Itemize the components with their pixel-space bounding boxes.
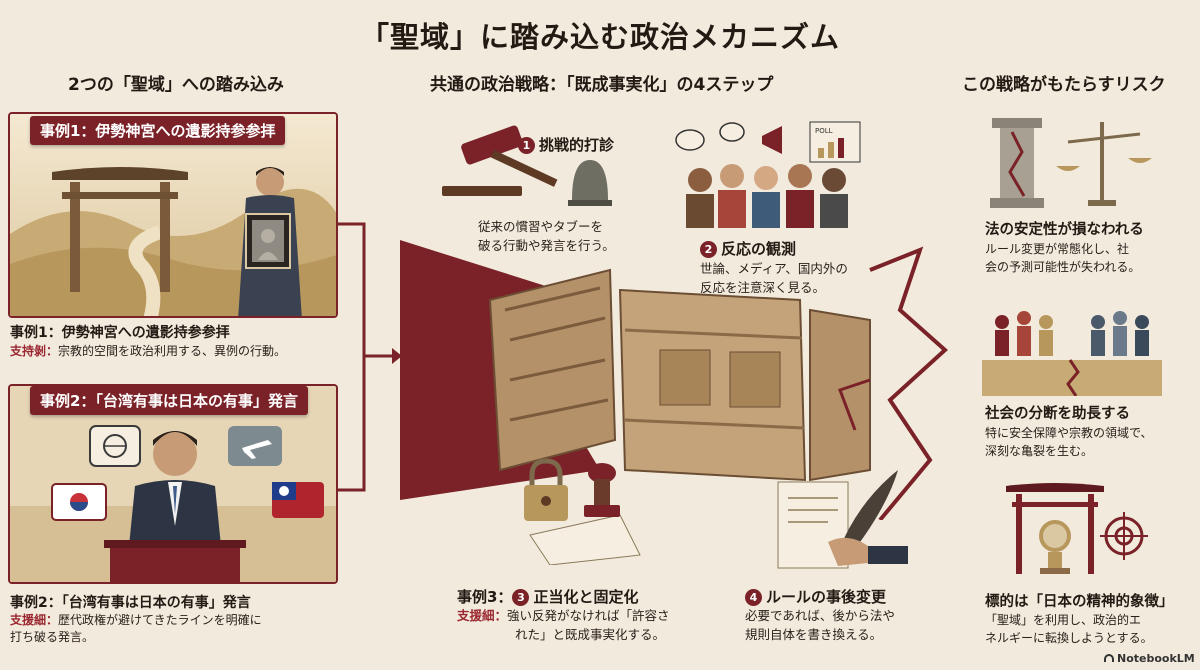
risk1-desc-1: ルール変更が常態化し、社 [985, 242, 1130, 256]
step1-number: 1 [518, 137, 535, 154]
airplane-bubble-icon [228, 426, 282, 466]
step1-desc-1: 従来の慣習やタブーを [478, 219, 604, 234]
risk3-title: 標的は「日本の精神的象徴」 [985, 594, 1174, 610]
step4-number: 4 [745, 589, 762, 606]
korea-flag-icon [51, 483, 107, 521]
people-group-left-icon [995, 311, 1053, 356]
gavel-icon [442, 125, 558, 196]
broken-pillar-scales-illustration [990, 118, 1152, 208]
ise-shrine-illustration [10, 114, 336, 316]
step2-title-text: 反応の観測 [721, 240, 797, 258]
footer-brand: NotebookLM [1104, 652, 1195, 665]
case2-note: 支援細：歴代政権が避けてきたラインを明確に 打ち破る発言。 [10, 612, 262, 647]
case2-title: 事例2：「台湾有事は日本の有事」発言 [10, 595, 251, 611]
stamp-icon [584, 463, 620, 517]
padlock-icon [524, 458, 568, 521]
gavel-illustration [442, 125, 612, 206]
step3-description: 支援細：強い反発がなければ「許容さ れた」と既成事実化する。 [457, 607, 670, 645]
taiwan-statement-illustration [10, 386, 336, 582]
page-title: 「聖域」に踏み込む政治メカニズム [359, 20, 840, 54]
case1-note: 支持剝：宗教的空間を政治利用する、異例の行動。 [10, 343, 286, 360]
risk1-description: ルール変更が常態化し、社 会の予測可能性が失われる。 [985, 240, 1140, 276]
risk2-desc-1: 特に安全保障や宗教の領域で、 [985, 426, 1153, 440]
divided-society-illustration [982, 311, 1162, 396]
globe-bubble-icon [89, 425, 141, 467]
case1-note-text: 宗教的空間を政治利用する、異例の行動。 [58, 344, 287, 358]
step3-prefix: 事例3： [457, 588, 513, 606]
step2-desc-2: 反応を注意深く見る。 [700, 279, 826, 295]
poll-chart-icon: POLL [809, 121, 861, 163]
speech-bubble-icon [675, 122, 745, 151]
megaphone-icon [762, 126, 782, 154]
case2-note-text-1: 歴代政権が避けてきたラインを明確に [58, 613, 262, 627]
step4-desc-1: 必要であれば、後から法や [745, 608, 895, 623]
step4-desc-2: 規則自体を書き換える。 [745, 626, 883, 642]
document-icon [529, 514, 641, 565]
case2-note-text-2: 打ち破る発言。 [10, 630, 95, 645]
podium-icon [110, 546, 240, 582]
case1-illustration-panel [8, 112, 338, 318]
step3-desc-1: 強い反発がなければ「許容さ [507, 608, 670, 623]
torii-gate-icon [1006, 483, 1104, 574]
hand-icon [828, 537, 908, 566]
broken-wall-illustration [400, 240, 948, 520]
risk1-desc-2: 会の予測可能性が失われる。 [985, 260, 1141, 274]
step2-description: 世論、メディア、国内外の 反応を注意深く見る。 [700, 260, 848, 298]
risk1-title: 法の安定性が損なわれる [985, 222, 1144, 238]
case1-title: 事例1：伊勢神宮への遺影持参参拝 [10, 325, 230, 341]
man-with-portrait-icon [238, 167, 302, 316]
step2-number: 2 [700, 241, 717, 258]
left-column-heading: 2つの「聖域」への踏み込み [68, 75, 284, 95]
case2-illustration-panel [8, 384, 338, 584]
right-column-heading: この戦略がもたらすリスク [962, 75, 1166, 95]
poll-label: POLL [815, 127, 833, 135]
crosshair-target-icon [1100, 512, 1148, 560]
footer-brand-text: NotebookLM [1117, 652, 1195, 665]
quill-scroll-illustration [777, 470, 908, 569]
broken-pillar-icon [990, 118, 1044, 208]
step1-title-text: 挑戦的打診 [539, 136, 615, 154]
cases-connector-bracket [338, 222, 402, 492]
case2-note-label: 支援細： [10, 613, 59, 627]
torii-gate-icon [52, 167, 188, 292]
center-column-heading: 共通の政治戦略：「既成事実化」の4ステップ [430, 75, 774, 95]
crowd-illustration: POLL [675, 121, 861, 228]
step1-desc-2: 破る行動や発言を行う。 [478, 237, 615, 253]
scales-icon [1056, 122, 1152, 206]
crowd-icon [686, 164, 848, 228]
arrow-right-icon [392, 348, 402, 364]
case1-note-label: 支持剝： [10, 344, 59, 358]
step3-number: 3 [512, 589, 530, 606]
case2-banner: 事例2：「台湾有事は日本の有事」発言 [30, 386, 308, 415]
risk2-title: 社会の分断を助長する [985, 406, 1130, 422]
people-group-right-icon [1091, 311, 1149, 356]
step2-desc-1: 世論、メディア、国内外の [700, 261, 848, 276]
notebooklm-logo-icon [1104, 654, 1114, 662]
step1-description: 従来の慣習やタブーを 破る行動や発言を行う。 [478, 218, 615, 256]
step3-desc-2: れた」と既成事実化する。 [515, 626, 666, 642]
sacred-symbol-target-illustration [1006, 483, 1148, 574]
taiwan-flag-icon [272, 482, 324, 518]
risk2-desc-2: 深刻な亀裂を生む。 [985, 444, 1094, 458]
bell-icon [568, 160, 612, 206]
step4-title-text: ルールの事後変更 [766, 588, 887, 606]
quill-pen-icon [838, 470, 898, 558]
stamp-document-illustration [524, 458, 641, 565]
step4-description: 必要であれば、後から法や 規則自体を書き換える。 [745, 607, 895, 645]
step3-label: 支援細： [457, 608, 508, 623]
step3-title-text: 正当化と固定化 [533, 588, 639, 606]
risk3-desc-1: 「聖域」を利用し、政治的エ [985, 613, 1142, 627]
sacred-mirror-icon [1039, 520, 1071, 574]
case1-banner: 事例1：伊勢神宮への遺影持参参拝 [30, 116, 286, 145]
risk3-description: 「聖域」を利用し、政治的エ ネルギーに転換しようとする。 [985, 611, 1153, 647]
risk2-description: 特に安全保障や宗教の領域で、 深刻な亀裂を生む。 [985, 424, 1153, 460]
risk3-desc-2: ネルギーに転換しようとする。 [985, 631, 1153, 645]
